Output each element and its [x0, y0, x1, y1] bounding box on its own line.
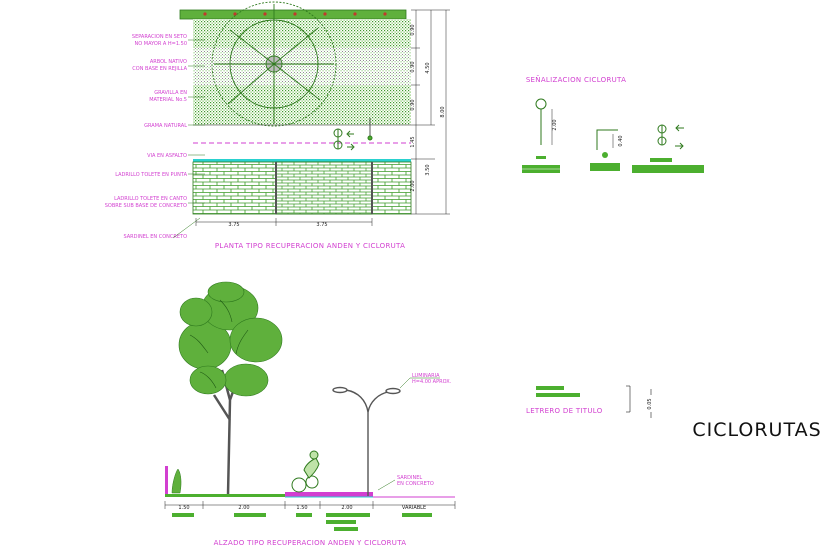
gravel-band: [193, 48, 411, 85]
ground-line: [165, 494, 285, 497]
dim-200: 2.00: [410, 180, 416, 191]
sign-pole: [535, 98, 553, 145]
label-curb: SARDINEL EN CONCRETO: [123, 234, 187, 240]
lamp-label-1: LUMINARIA: [412, 373, 440, 379]
label-brick-edge-1: LADRILLO TOLETE EN CANTO: [114, 196, 187, 202]
elevation-view: LUMINARIA H=4.00 APROX. SARDINEL EN CONC…: [164, 281, 456, 547]
grass-band-2: [193, 85, 411, 125]
tree-plan-symbol: [211, 1, 337, 127]
label-tree-2: CON BASE EN REJILLA: [132, 66, 187, 72]
edim-3: 1.50: [296, 505, 307, 511]
signage-title: SEÑALIZACION CICLORUTA: [526, 75, 626, 84]
bike-plan-symbol: [333, 118, 373, 151]
dim-090a: 0.90: [410, 24, 416, 35]
edim-4: 2.00: [341, 505, 352, 511]
label-brick-edge-2: SOBRE SUB BASE DE CONCRETO: [105, 203, 187, 209]
label-grass: GRAMA NATURAL: [144, 123, 187, 129]
label-gravel-2: MATERIAL No.5: [149, 97, 187, 103]
plan-view: SEPARACION EN SETO NO MAYOR A H=1.50 ARB…: [105, 1, 450, 250]
label-gravel-1: GRAVILLA EN: [154, 90, 187, 96]
dim-450: 4.50: [425, 62, 431, 73]
dim-375a: 3.75: [228, 222, 239, 228]
plan-title: PLANTA TIPO RECUPERACION ANDEN Y CICLORU…: [215, 242, 405, 250]
lamp-label-2: H=4.00 APROX.: [412, 379, 452, 385]
label-hedge-2: NO MAYOR A H=1.50: [135, 41, 187, 47]
curb-label-2: EN CONCRETO: [397, 481, 434, 487]
dim-375b: 3.75: [316, 222, 327, 228]
label-asphalt: VIA EN ASFALTO: [147, 153, 187, 159]
edim-2: 2.00: [238, 505, 249, 511]
sign-bollard: [596, 129, 618, 150]
plan-dims-right: 0.90 0.90 0.90 4.50 1.45 2.00 3.50 8.00: [410, 24, 446, 191]
sign-dim-200: 2.00: [552, 119, 558, 130]
street-lamp: [332, 386, 401, 496]
hedge-strip: [179, 9, 407, 20]
label-brick-tip: LADRILLO TOLETE EN PUNTA: [115, 172, 187, 178]
left-post: [165, 466, 168, 496]
edim-1: 1.50: [178, 505, 189, 511]
dim-145: 1.45: [410, 136, 416, 147]
edim-5: VARIABLE: [402, 505, 426, 511]
sign-dim-040: 0.40: [618, 135, 624, 146]
legend-group: LETRERO DE TITULO 0.05: [526, 385, 653, 418]
dim-090b: 0.90: [410, 61, 416, 72]
grass-band: [193, 19, 411, 48]
legend-dim: 0.05: [647, 398, 653, 409]
sign-pavement-bike: [657, 124, 684, 150]
label-hedge-1: SEPARACION EN SETO: [132, 34, 187, 40]
sheet-title: CICLORUTAS: [692, 419, 821, 441]
tree-elevation: [178, 281, 283, 496]
elevation-title: ALZADO TIPO RECUPERACION ANDEN Y CICLORU…: [214, 539, 407, 547]
elevation-dims: 1.50 2.00 1.50 2.00 VARIABLE: [178, 505, 426, 511]
curb-label-1: SARDINEL: [397, 475, 422, 481]
dim-350: 3.50: [425, 164, 431, 175]
dim-090c: 0.90: [410, 99, 416, 110]
legend-label: LETRERO DE TITULO: [526, 407, 603, 415]
plan-labels: SEPARACION EN SETO NO MAYOR A H=1.50 ARB…: [105, 34, 188, 240]
signage-group: SEÑALIZACION CICLORUTA 2.00 0.40: [522, 75, 704, 173]
elevation-tag-blocks: [172, 513, 432, 531]
label-tree-1: ARBOL NATIVO: [150, 59, 187, 65]
curb-line: [193, 159, 411, 162]
cyclist-figure: [291, 450, 320, 493]
dim-800: 8.00: [440, 106, 446, 117]
